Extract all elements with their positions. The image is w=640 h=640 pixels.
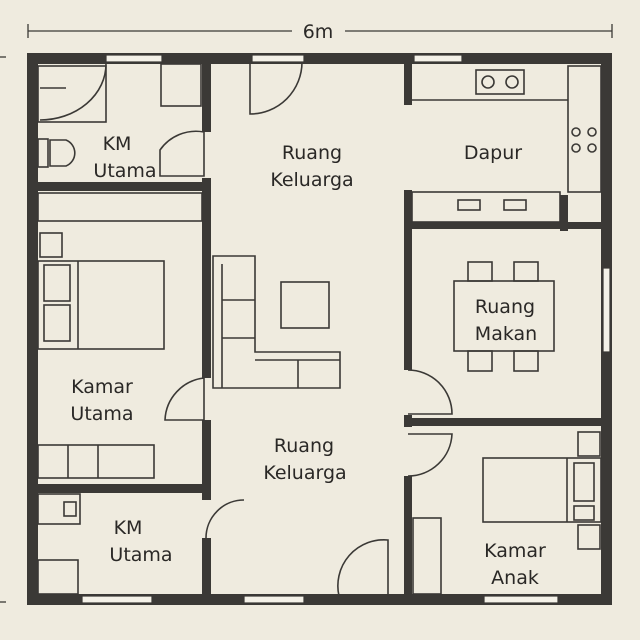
dimension-label: 6m [303,21,334,43]
dining-table [453,261,555,372]
label-km-top-1: KM [103,133,132,155]
bathroom-top-fixtures [37,63,202,168]
label-ruang-makan-2: Makan [475,323,537,345]
master-bedroom-furniture [37,192,203,479]
label-kamar-utama-1: Kamar [71,376,133,398]
interior-walls [34,60,608,600]
label-ruang-keluarga-bottom-2: Keluarga [263,462,346,484]
label-km-top-2: Utama [93,160,156,182]
doors [159,61,453,597]
living-room-sofa [212,255,341,389]
room-labels: KM Utama Ruang Keluarga Dapur Kamar Utam… [70,133,546,589]
label-kamar-anak-1: Kamar [484,540,546,562]
windows [81,54,611,604]
child-bedroom-furniture [412,431,602,595]
label-ruang-keluarga-bottom-1: Ruang [274,435,334,457]
label-ruang-makan-1: Ruang [475,296,535,318]
label-ruang-keluarga-top-1: Ruang [282,142,342,164]
label-dapur: Dapur [464,142,522,164]
label-km-bottom-1: KM [114,517,143,539]
kitchen-fixtures [411,65,602,223]
bathroom-bottom-fixtures [37,493,81,595]
label-kamar-utama-2: Utama [70,403,133,425]
label-kamar-anak-2: Anak [491,567,539,589]
label-ruang-keluarga-top-2: Keluarga [270,169,353,191]
label-km-bottom-2: Utama [109,544,172,566]
dimension-line: 6m [0,21,613,603]
